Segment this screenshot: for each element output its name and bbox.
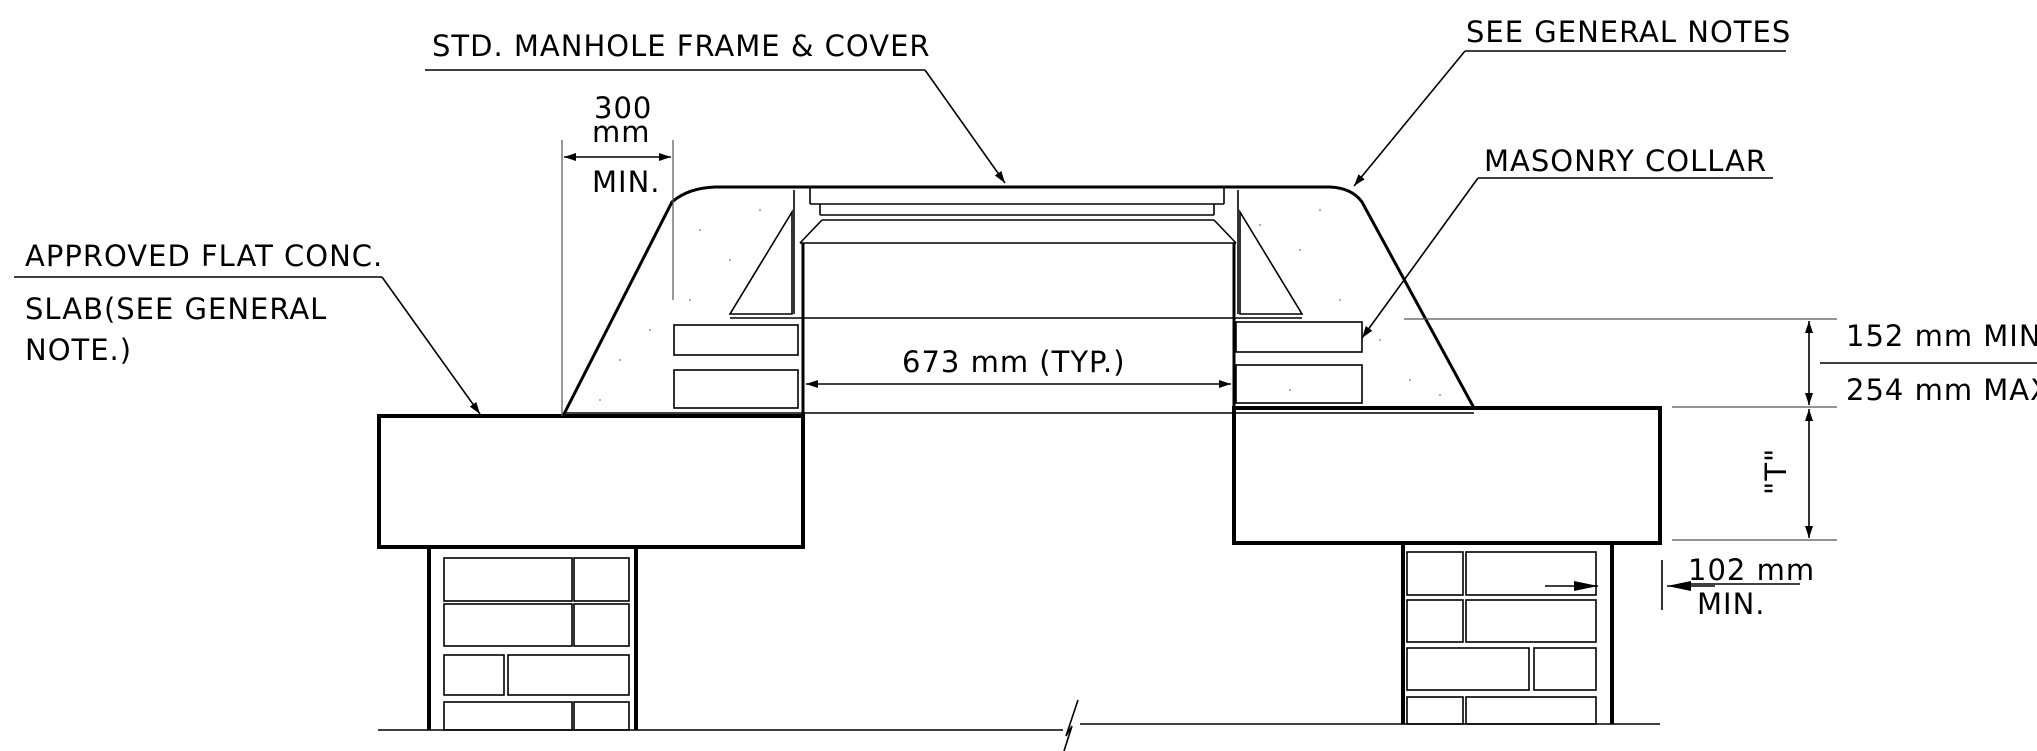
left-brick-wall xyxy=(427,547,638,731)
slab-label-line3: NOTE.) xyxy=(25,333,132,367)
collar-stipple xyxy=(599,209,1441,401)
collar-width-unit: mm xyxy=(592,115,651,149)
right-concrete-slab xyxy=(1232,406,1662,545)
slab-label-line1: APPROVED FLAT CONC. xyxy=(25,239,383,273)
frame-cover-leader xyxy=(425,69,1006,184)
masonry-collar-outline xyxy=(561,185,1476,417)
general-notes-leader xyxy=(1353,50,1786,187)
base-line-with-break xyxy=(378,699,1660,751)
height-min-label: 152 mm MIN. xyxy=(1846,319,2037,353)
collar-width-dimension xyxy=(561,140,674,416)
slab-thickness-label: "T" xyxy=(1759,448,1793,495)
manhole-frame-and-cover xyxy=(728,187,1304,547)
masonry-collar-leader xyxy=(1361,177,1773,339)
opening-dimension-label: 673 mm (TYP.) xyxy=(902,345,1126,379)
right-brick-wall xyxy=(1401,543,1614,725)
slab-label-line2: SLAB(SEE GENERAL xyxy=(25,292,327,326)
slab-leader xyxy=(14,276,481,415)
general-notes-label: SEE GENERAL NOTES xyxy=(1466,15,1791,49)
masonry-collar-label: MASONRY COLLAR xyxy=(1484,144,1767,178)
wall-thickness-value: 102 mm xyxy=(1688,553,1815,587)
wall-thickness-dimension xyxy=(1545,560,1800,610)
height-dimensions xyxy=(1404,318,2037,541)
collar-width-value: 300 xyxy=(594,91,652,125)
wall-thickness-min: MIN. xyxy=(1697,587,1766,621)
frame-cover-label: STD. MANHOLE FRAME & COVER xyxy=(432,29,931,63)
left-concrete-slab xyxy=(377,414,805,549)
height-max-label: 254 mm MAX. xyxy=(1846,373,2037,407)
collar-width-min: MIN. xyxy=(592,165,661,199)
